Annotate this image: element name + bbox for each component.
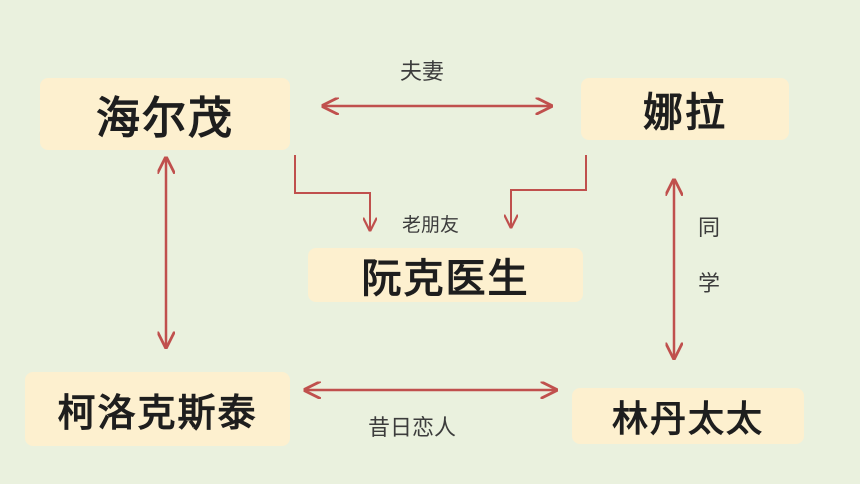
label-spouse: 夫妻 <box>400 60 445 85</box>
node-dr-rank: 阮克医生 <box>308 248 583 302</box>
label-old-friend: 老朋友 <box>402 214 460 236</box>
node-helmer: 海尔茂 <box>40 78 290 150</box>
node-nora: 娜拉 <box>581 78 789 140</box>
node-krogstad: 柯洛克斯泰 <box>25 372 290 446</box>
arrow-helmer-rank <box>294 155 370 230</box>
arrow-nora-rank <box>511 155 587 227</box>
label-former-lovers: 昔日恋人 <box>368 416 457 441</box>
label-classmates-first: 同 <box>698 216 721 241</box>
label-classmates-second: 学 <box>698 272 721 297</box>
node-mrs-linde: 林丹太太 <box>572 388 804 444</box>
